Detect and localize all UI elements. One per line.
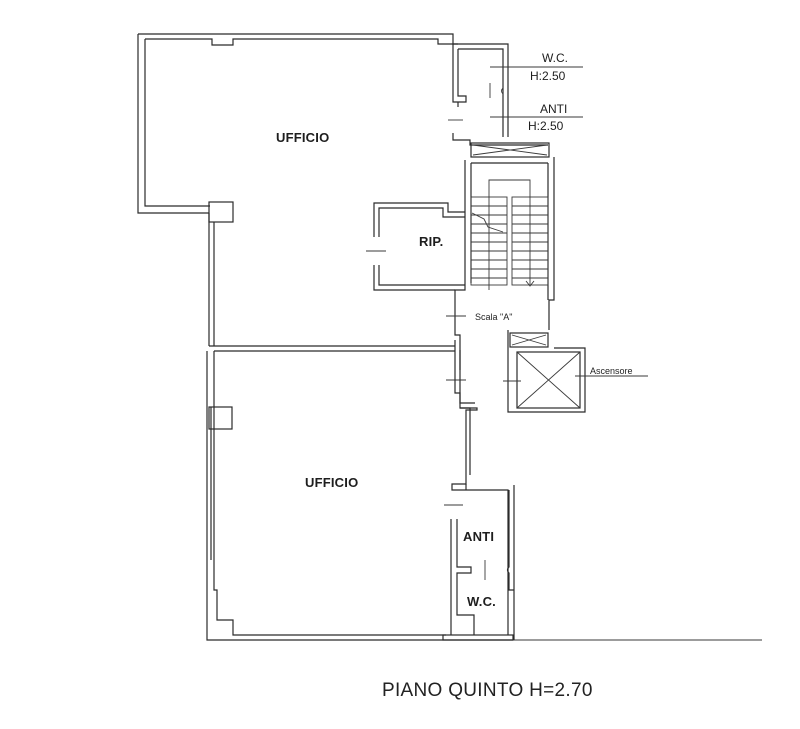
landing-walls	[446, 315, 478, 475]
elevator-label: Ascensore	[590, 366, 633, 376]
room-label-wc-bottom: W.C.	[467, 594, 496, 609]
shaft-top	[470, 142, 550, 158]
elevator-walls	[503, 330, 648, 413]
callout-anti-label: ANTI	[540, 102, 568, 116]
stairwell	[454, 157, 555, 330]
room-label-ufficio-top: UFFICIO	[276, 130, 330, 145]
bottom-anti-wc-walls	[444, 475, 515, 640]
room-label-ufficio-bottom: UFFICIO	[305, 475, 359, 490]
room-label-anti-bottom: ANTI	[463, 529, 495, 544]
callout-wc-height: H:2.50	[530, 69, 566, 83]
lower-office-walls	[206, 351, 762, 641]
rip-walls	[366, 202, 465, 291]
callout-anti-height: H:2.50	[528, 119, 564, 133]
room-label-rip: RIP.	[419, 234, 444, 249]
upper-office-walls	[137, 33, 458, 352]
callout-wc-label: W.C.	[542, 51, 568, 65]
stair-label: Scala "A"	[475, 312, 513, 322]
top-wc-anti-walls	[448, 43, 583, 146]
plan-title: PIANO QUINTO H=2.70	[382, 680, 593, 701]
